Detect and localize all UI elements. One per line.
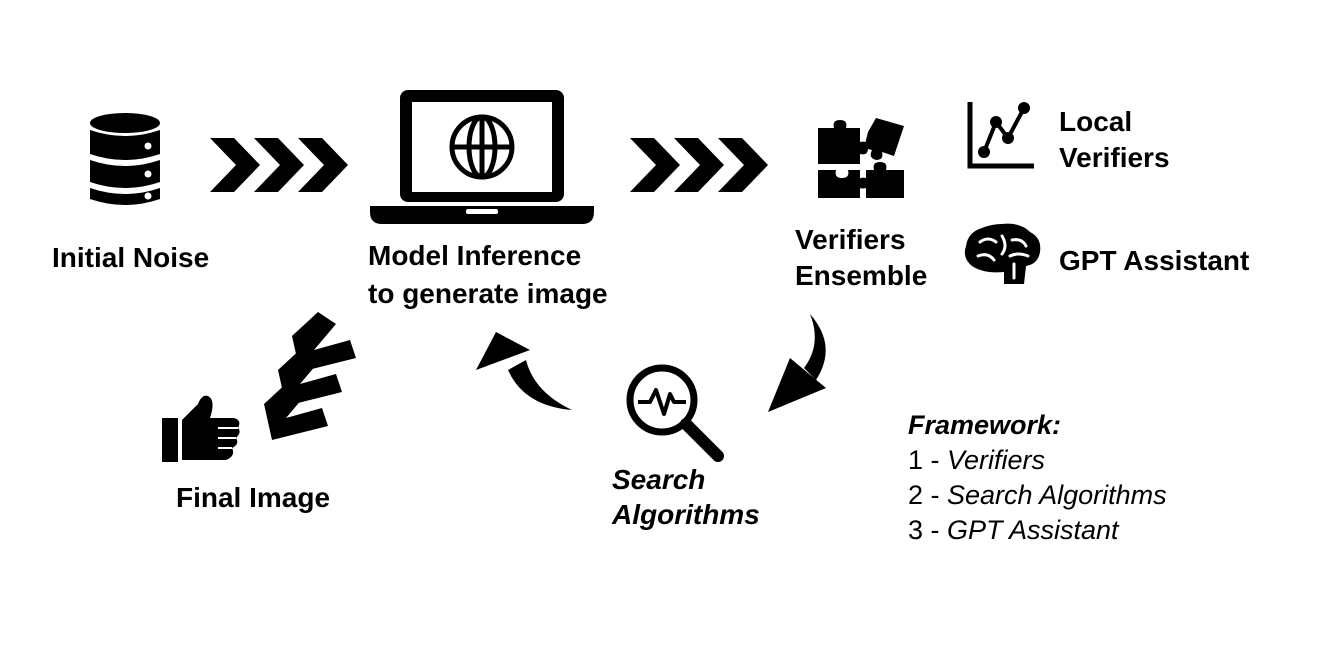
search-algorithms-label-line2: Algorithms xyxy=(612,499,760,530)
brain-icon xyxy=(964,223,1041,284)
framework-item-text: GPT Assistant xyxy=(947,515,1119,545)
chevron-arrow-down-left xyxy=(264,312,356,440)
magnifier-pulse-icon xyxy=(626,364,724,462)
laptop-globe-icon xyxy=(370,90,594,224)
local-verifiers-label-line2: Verifiers xyxy=(1059,142,1170,173)
chevron-arrow-2 xyxy=(630,138,768,192)
database-icon xyxy=(90,113,160,205)
framework-item-text: Search Algorithms xyxy=(947,480,1167,510)
framework-item-num: 1 - xyxy=(908,445,948,475)
search-algorithms-label-line1: Search xyxy=(612,464,706,495)
curved-arrow-to-model xyxy=(476,332,572,410)
model-inference-label-line1: Model Inference xyxy=(368,240,582,271)
framework-item-num: 3 - xyxy=(908,515,948,545)
line-chart-icon xyxy=(967,102,1034,169)
thumbs-up-icon xyxy=(162,395,240,462)
framework-item-2: 2 - Search Algorithms xyxy=(908,478,1167,513)
framework-item-num: 2 - xyxy=(908,480,948,510)
final-image-label: Final Image xyxy=(176,482,331,513)
framework-item-1: 1 - Verifiers xyxy=(908,443,1167,478)
framework-legend: Framework: 1 - Verifiers 2 - Search Algo… xyxy=(908,408,1167,548)
framework-item-3: 3 - GPT Assistant xyxy=(908,513,1167,548)
framework-item-text: Verifiers xyxy=(947,445,1046,475)
gpt-assistant-label: GPT Assistant xyxy=(1059,245,1250,276)
verifiers-ensemble-label-line2: Ensemble xyxy=(795,260,928,291)
model-inference-label-line2: to generate image xyxy=(368,278,608,309)
chevron-arrow-1 xyxy=(210,138,348,192)
curved-arrow-to-search xyxy=(768,314,826,412)
verifiers-ensemble-label-line1: Verifiers xyxy=(795,224,906,255)
puzzle-icon xyxy=(818,118,904,198)
initial-noise-label: Initial Noise xyxy=(52,242,210,273)
local-verifiers-label-line1: Local xyxy=(1059,106,1133,137)
framework-title: Framework: xyxy=(908,410,1062,440)
